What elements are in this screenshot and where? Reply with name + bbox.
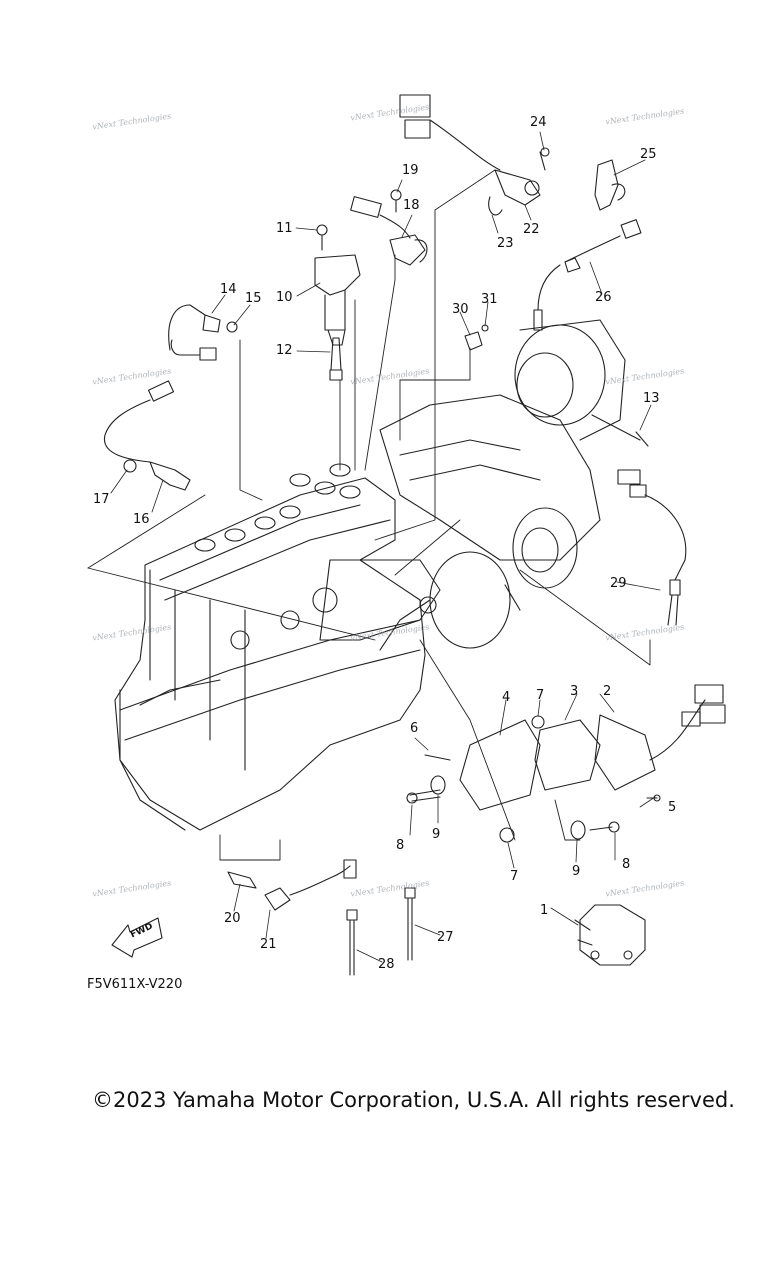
cam-sensor-harness <box>399 94 550 216</box>
callout-31: 31 <box>481 292 498 307</box>
clamp <box>594 159 626 211</box>
callout-13: 13 <box>643 391 660 406</box>
callout-16: 16 <box>133 512 150 527</box>
exhaust-manifold <box>379 319 626 651</box>
ecu-unit <box>574 904 646 966</box>
callout-7b: 7 <box>510 869 519 884</box>
callout-10: 10 <box>276 290 293 305</box>
callout-8a: 8 <box>396 838 405 853</box>
knock-sensor <box>104 380 191 491</box>
grommets <box>406 775 620 840</box>
callout-27: 27 <box>437 930 454 945</box>
callout-19: 19 <box>402 163 419 178</box>
callout-8b: 8 <box>622 857 631 872</box>
forward-arrow <box>111 917 163 958</box>
callout-17: 17 <box>93 492 110 507</box>
cylinder-head-ports <box>194 463 361 552</box>
sensor-20 <box>227 871 257 889</box>
engine-block <box>114 463 441 831</box>
callout-11: 11 <box>276 221 293 236</box>
oxygen-sensor <box>533 219 642 331</box>
callout-6: 6 <box>410 721 419 736</box>
callout-15: 15 <box>245 291 262 306</box>
callout-26: 26 <box>595 290 612 305</box>
callout-23: 23 <box>497 236 514 251</box>
callout-14: 14 <box>220 282 237 297</box>
callout-25: 25 <box>640 147 657 162</box>
ecu-assembly <box>424 684 726 843</box>
callout-9a: 9 <box>432 827 441 842</box>
temperature-probe <box>591 414 649 447</box>
callout-pointers <box>110 131 661 963</box>
callout-18: 18 <box>403 198 420 213</box>
callout-29: 29 <box>610 576 627 591</box>
callout-12: 12 <box>276 343 293 358</box>
cable-ties <box>346 887 416 976</box>
callout-3: 3 <box>570 684 579 699</box>
sensor-21 <box>264 859 357 911</box>
callout-2: 2 <box>603 684 612 699</box>
callout-5: 5 <box>668 800 677 815</box>
callout-21: 21 <box>260 937 277 952</box>
pressure-sensor <box>168 304 238 361</box>
callout-9b: 9 <box>572 864 581 879</box>
callout-4: 4 <box>502 690 511 705</box>
callout-24: 24 <box>530 115 547 130</box>
callout-7a: 7 <box>536 688 545 703</box>
copyright-notice: ©2023 Yamaha Motor Corporation, U.S.A. A… <box>92 1088 735 1112</box>
callout-1: 1 <box>540 903 549 918</box>
exhaust-temp-sensor <box>617 469 687 626</box>
bracket-30 <box>464 324 489 351</box>
callout-28: 28 <box>378 957 395 972</box>
ignition-coil <box>314 224 361 346</box>
callout-22: 22 <box>523 222 540 237</box>
diagram-code: F5V611X-V220 <box>87 977 183 992</box>
callout-20: 20 <box>224 911 241 926</box>
crank-sensor <box>350 189 428 266</box>
spark-plug <box>329 337 343 381</box>
callout-30: 30 <box>452 302 469 317</box>
leader-lines <box>87 169 651 861</box>
